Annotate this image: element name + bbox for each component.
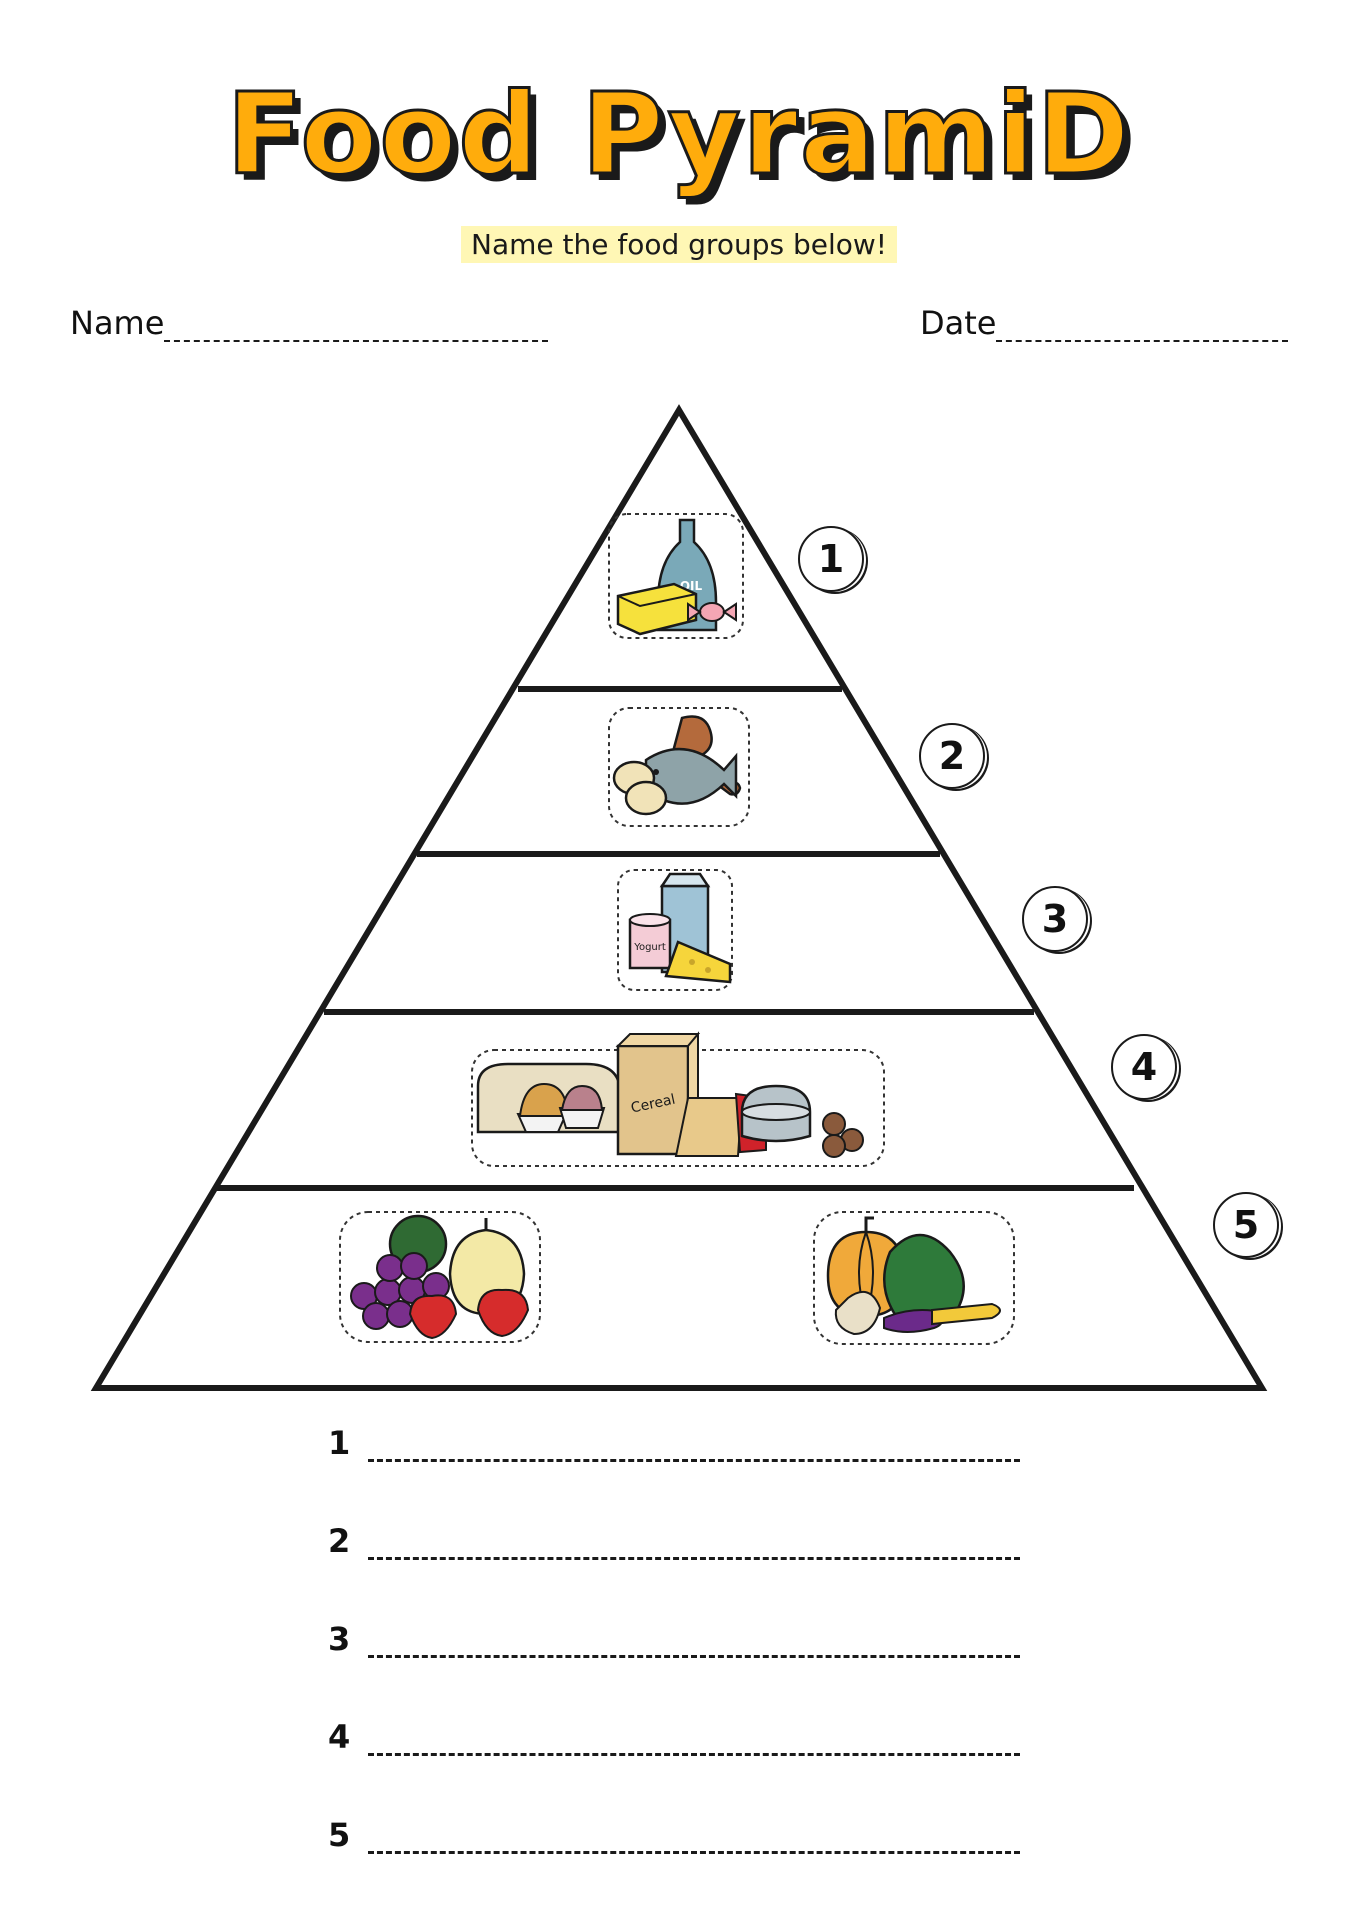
answer-number: 3 (328, 1620, 351, 1658)
answer-line-2[interactable]: 2 (328, 1522, 1020, 1560)
subtitle: Name the food groups below! (461, 226, 897, 263)
answer-number: 4 (328, 1718, 351, 1756)
pyramid-outline (90, 404, 1268, 1391)
fruits-and-vegetables-icon (339, 1211, 1015, 1345)
level-1-number-badge: 1 (798, 526, 864, 592)
answer-blank[interactable] (368, 1433, 1020, 1462)
name-line[interactable] (164, 310, 549, 342)
answer-line-4[interactable]: 4 (328, 1718, 1020, 1756)
date-line[interactable] (996, 310, 1289, 342)
answer-blank[interactable] (368, 1531, 1020, 1560)
answer-number: 5 (328, 1816, 351, 1854)
level-3-number-badge: 3 (1022, 886, 1088, 952)
fruits-icon (339, 1211, 541, 1343)
page-title: Food PyramiD (225, 69, 1132, 202)
date-field[interactable]: Date (920, 304, 1289, 342)
answer-blank[interactable] (368, 1727, 1020, 1756)
answer-blank[interactable] (368, 1629, 1020, 1658)
name-label: Name (70, 304, 165, 342)
answer-line-5[interactable]: 5 (328, 1816, 1020, 1854)
answer-blank[interactable] (368, 1825, 1020, 1854)
answer-line-3[interactable]: 3 (328, 1620, 1020, 1658)
vegetables-icon (813, 1211, 1015, 1345)
name-field[interactable]: Name (70, 304, 549, 342)
dairy-milk-yogurt-cheese-icon: Yogurt (617, 869, 733, 991)
meat-fish-eggs-icon (608, 707, 750, 827)
grains-bread-cereal-icon: Cereal (471, 1031, 885, 1167)
answer-number: 2 (328, 1522, 351, 1560)
oils-butter-sweets-icon: OIL (608, 513, 744, 639)
level-5-number-badge: 5 (1213, 1192, 1279, 1258)
level-4-number-badge: 4 (1111, 1034, 1177, 1100)
subtitle-wrap: Name the food groups below! (0, 226, 1358, 263)
level-2-number-badge: 2 (919, 723, 985, 789)
date-label: Date (920, 304, 997, 342)
answer-number: 1 (328, 1424, 351, 1462)
answer-line-1[interactable]: 1 (328, 1424, 1020, 1462)
yogurt-label: Yogurt (633, 942, 666, 953)
